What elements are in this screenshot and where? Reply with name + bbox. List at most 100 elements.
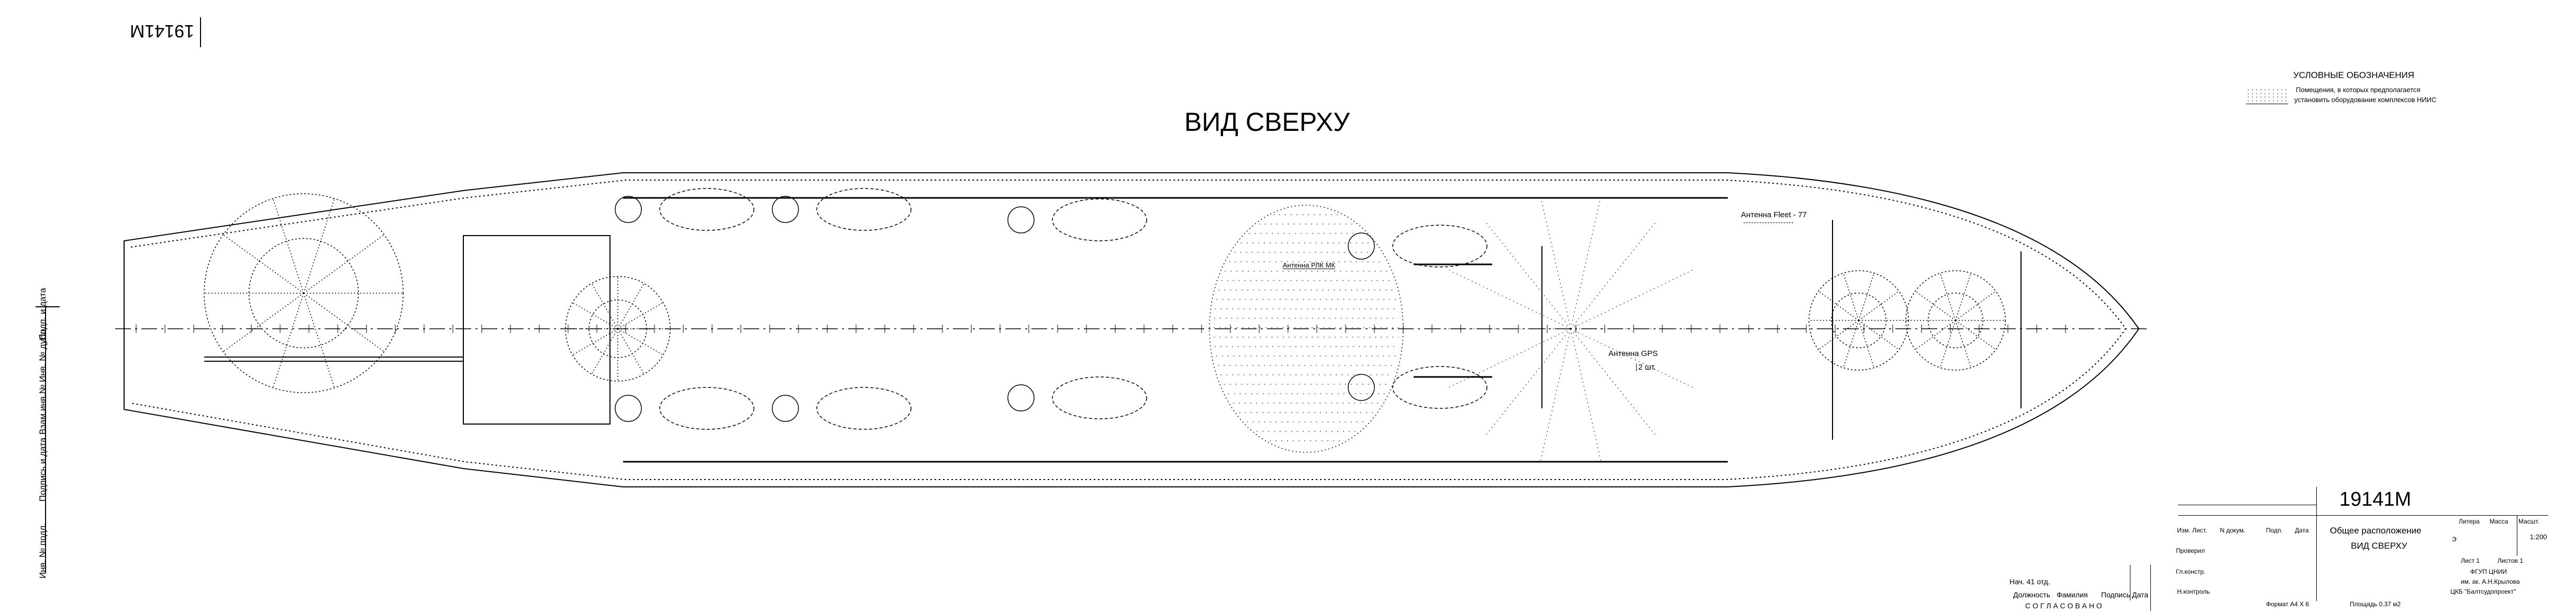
- winch-circle-spoke: [572, 328, 618, 355]
- tb-sheets: Листов 1: [2497, 557, 2523, 564]
- winch-circle-spoke: [617, 283, 645, 329]
- legend-heading: УСЛОВНЫЕ ОБОЗНАЧЕНИЯ: [2293, 70, 2415, 80]
- winch-circle-spoke: [591, 328, 618, 374]
- helideck-circle-spoke: [272, 293, 304, 388]
- mast-stay-line: [1570, 222, 1656, 329]
- helideck-circle-spoke: [303, 198, 335, 294]
- helideck-circle-spoke: [223, 293, 304, 352]
- tb-scale: 1:200: [2530, 533, 2547, 541]
- label-fleet-leader: [1744, 222, 1793, 223]
- davit-circle: [1348, 374, 1375, 401]
- winch-circle-spoke: [591, 283, 618, 329]
- helideck-circle-spoke: [303, 293, 335, 388]
- bow-circle-port-spoke: [1858, 320, 1875, 368]
- bow-circle-port-spoke: [1858, 273, 1875, 321]
- bow-circle-port-inner: [1831, 293, 1886, 348]
- side-strip-line: [45, 306, 46, 573]
- helideck-circle-spoke: [303, 293, 385, 352]
- mast-stay-line: [1448, 328, 1571, 388]
- approval-date: Дата: [2132, 591, 2149, 599]
- view-title: ВИД СВЕРХУ: [1184, 107, 1350, 137]
- tb-norm: Н.контроль: [2177, 588, 2210, 595]
- mast-stay-line: [1570, 196, 1602, 329]
- tb-area: Площадь 0.37 м2: [2350, 600, 2401, 608]
- tb-line-2: [2178, 515, 2548, 516]
- side-strip-vzam: Взам.инв.№: [38, 384, 48, 435]
- tb-checked: Проверил: [2176, 547, 2205, 554]
- stamp-drawing-code: 19141M: [130, 21, 194, 41]
- legend-dotted-swatch: [2246, 88, 2288, 104]
- mast-stay-line: [1570, 328, 1602, 462]
- boat-outline: [1052, 198, 1147, 241]
- tb-col-sign: Подп.: [2266, 527, 2283, 534]
- winch-circle-spoke: [617, 302, 663, 329]
- approval-name: Фамилия: [2057, 591, 2088, 599]
- approval-divider-2: [2150, 565, 2151, 611]
- mast-stay-line: [1570, 328, 1694, 388]
- boat-outline: [1052, 376, 1147, 419]
- bow-circle-port-spoke: [1858, 320, 1900, 350]
- legend-line-1: Помещения, в которых предполагается: [2296, 86, 2420, 94]
- bow-circle-starboard-spoke: [1915, 291, 1956, 321]
- stamp-divider: [200, 17, 201, 47]
- helideck-circle-spoke: [303, 234, 385, 294]
- boat-outline: [816, 188, 912, 231]
- tb-sheet: Лист 1: [2461, 557, 2480, 564]
- side-strip-inv-podl: Инв. № подл.: [38, 523, 48, 578]
- tb-litera-label: Литера: [2459, 518, 2480, 525]
- bow-circle-starboard-spoke: [1915, 320, 1956, 350]
- tb-drawing-code: 19141M: [2339, 488, 2412, 510]
- tb-col-date: Дата: [2295, 527, 2309, 534]
- helideck-circle-spoke: [272, 198, 304, 294]
- mast-stay-line: [1570, 328, 1656, 436]
- tb-org-3: ЦКБ "Балтсудопроект": [2450, 588, 2516, 595]
- bow-circle-port-spoke: [1818, 291, 1859, 321]
- mast-stay-line: [1540, 328, 1571, 462]
- tb-name-2: ВИД СВЕРХУ: [2351, 541, 2407, 551]
- mast-stay-line: [1570, 269, 1694, 329]
- bow-circle-starboard-spoke: [1939, 320, 1956, 368]
- tb-mass-label: Масса: [2490, 518, 2508, 525]
- tb-col-doc: N докум.: [2220, 527, 2246, 534]
- tb-org-1: ФГУП ЦНИИ: [2470, 568, 2507, 575]
- tb-vline-1: [2316, 487, 2317, 601]
- bow-circle-port-spoke: [1858, 291, 1900, 321]
- bow-circle-starboard-inner: [1928, 293, 1983, 348]
- mast-stay-line: [1485, 222, 1571, 329]
- davit-circle: [772, 395, 799, 422]
- boat-outline: [659, 387, 754, 430]
- davit-circle: [615, 395, 642, 422]
- davit-circle: [1007, 206, 1035, 233]
- boat-outline: [816, 387, 912, 430]
- davit-circle: [1007, 384, 1035, 411]
- helideck-circle: [204, 193, 404, 393]
- bow-circle-starboard: [1905, 270, 2006, 371]
- label-antenna-rlk: Антенна РЛК МК: [1283, 261, 1336, 269]
- tb-col-izm: Изм.: [2177, 527, 2191, 534]
- tb-chief: Гл.констр.: [2176, 568, 2206, 575]
- label-gps-count: 2 шт.: [1636, 363, 1656, 371]
- bow-circle-starboard-spoke: [1955, 291, 1996, 321]
- label-antenna-fleet: Антенна Fleet - 77: [1741, 210, 1807, 219]
- tb-name-1: Общее расположение: [2330, 526, 2422, 536]
- mast-stay-line: [1540, 196, 1571, 329]
- bow-circle-port-spoke: [1818, 320, 1859, 350]
- side-strip-podp-date: Подп. и дата: [38, 287, 48, 340]
- davit-circle: [772, 196, 799, 223]
- bow-circle-starboard-spoke: [1955, 320, 1972, 368]
- winch-circle: [565, 276, 671, 382]
- winch-circle-spoke: [617, 328, 663, 355]
- helideck-circle-spoke: [223, 234, 304, 294]
- approval-caption: С О Г Л А С О В А Н О: [2025, 602, 2102, 610]
- bow-circle-port-spoke: [1842, 273, 1859, 321]
- label-antenna-gps: Антенна GPS: [1608, 349, 1658, 358]
- bow-circle-port-spoke: [1842, 320, 1859, 368]
- hull-outline: [124, 172, 2140, 487]
- davit-circle: [615, 196, 642, 223]
- side-strip-top-line: [36, 306, 60, 307]
- mast-stay-line: [1448, 269, 1571, 329]
- tb-format: Формат А4 Х 6: [2266, 600, 2309, 608]
- approval-position: Должность: [2013, 591, 2050, 599]
- bow-circle-starboard-spoke: [1939, 273, 1956, 321]
